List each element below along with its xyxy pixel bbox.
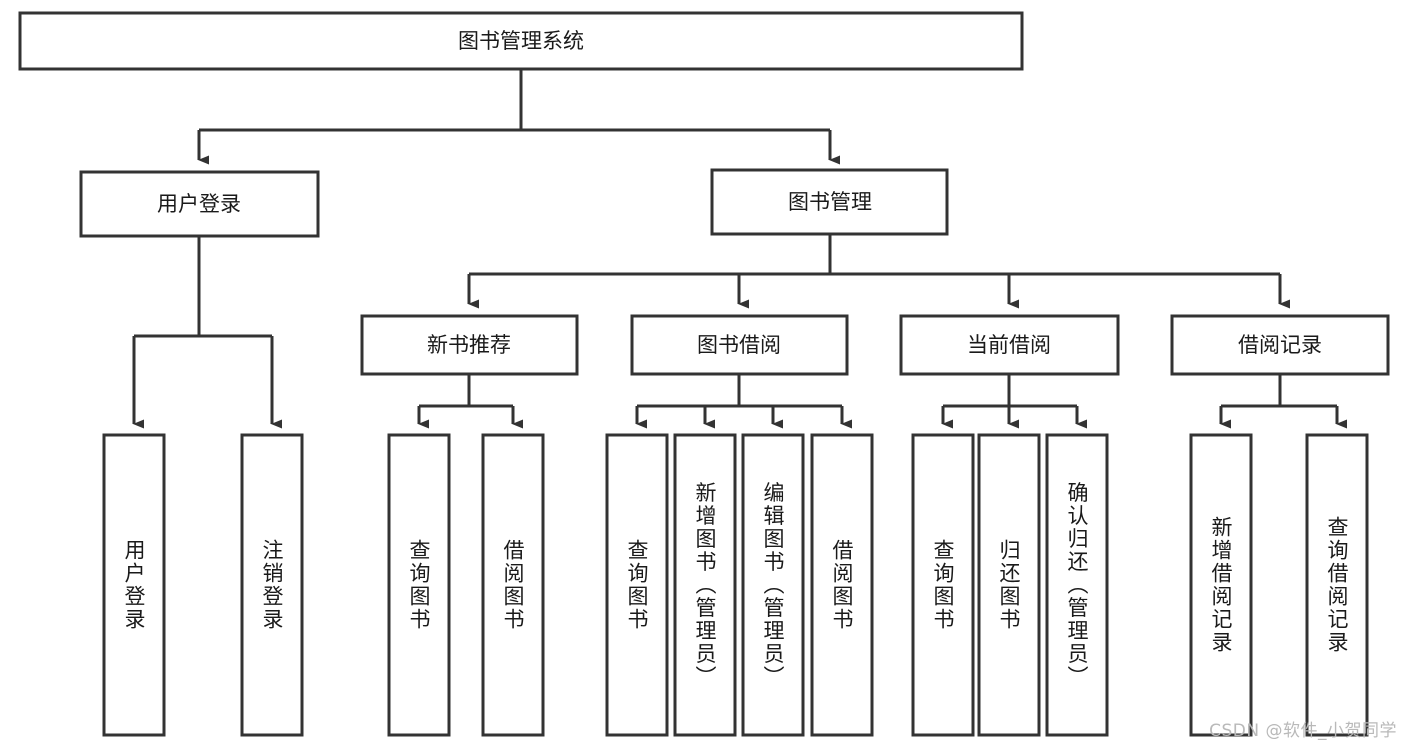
node-book-manage-label: 图书管理: [788, 190, 872, 214]
node-leaf-current-confirm-label: 确认归还（管理员）: [1065, 482, 1089, 689]
node-current-borrow-label: 当前借阅: [967, 333, 1051, 357]
node-user-login-box[interactable]: [79, 170, 320, 238]
node-leaf-current-query-label: 查询图书: [931, 539, 955, 631]
node-current-borrow-box[interactable]: [899, 314, 1120, 376]
node-leaf-borrow-add-label: 新增图书（管理员）: [693, 482, 717, 689]
node-borrow-record-box[interactable]: [1170, 314, 1390, 376]
node-leaf-borrow-add[interactable]: 新增图书（管理员）: [673, 433, 737, 737]
node-root-label: 图书管理系统: [458, 29, 584, 53]
node-borrow-record-label: 借阅记录: [1238, 333, 1322, 357]
node-leaf-current-confirm[interactable]: 确认归还（管理员）: [1045, 433, 1109, 737]
node-leaf-rec-borrow[interactable]: 借阅图书: [481, 433, 545, 737]
node-book-borrow-label: 图书借阅: [697, 333, 781, 357]
node-leaf-current-return-box[interactable]: [977, 433, 1041, 737]
node-new-book-rec-label: 新书推荐: [427, 333, 511, 357]
node-leaf-current-query[interactable]: 查询图书: [911, 433, 975, 737]
node-leaf-borrow-edit[interactable]: 编辑图书（管理员）: [741, 433, 805, 737]
node-book-borrow-box[interactable]: [630, 314, 849, 376]
node-leaf-user-login-label: 用户登录: [122, 539, 146, 631]
node-leaf-borrow-lend[interactable]: 借阅图书: [810, 433, 874, 737]
node-leaf-borrow-edit-label: 编辑图书（管理员）: [761, 482, 785, 689]
node-leaf-rec-borrow-box[interactable]: [481, 433, 545, 737]
node-borrow-record[interactable]: 借阅记录: [1170, 314, 1390, 376]
node-leaf-record-add-box[interactable]: [1189, 433, 1253, 737]
node-leaf-user-logout-label: 注销登录: [260, 539, 284, 631]
node-leaf-borrow-edit-box[interactable]: [741, 433, 805, 737]
node-book-borrow[interactable]: 图书借阅: [630, 314, 849, 376]
node-leaf-current-query-box[interactable]: [911, 433, 975, 737]
node-leaf-rec-query[interactable]: 查询图书: [387, 433, 451, 737]
node-leaf-record-query[interactable]: 查询借阅记录: [1305, 433, 1369, 737]
node-leaf-current-return[interactable]: 归还图书: [977, 433, 1041, 737]
connectors-group: [132, 69, 1347, 429]
node-leaf-user-login-box[interactable]: [102, 433, 166, 737]
node-leaf-borrow-query-box[interactable]: [605, 433, 669, 737]
node-book-manage[interactable]: 图书管理: [710, 168, 949, 236]
node-leaf-borrow-query-label: 查询图书: [625, 539, 649, 631]
node-user-login[interactable]: 用户登录: [79, 170, 320, 238]
node-leaf-user-logout-box[interactable]: [240, 433, 304, 737]
node-leaf-record-query-box[interactable]: [1305, 433, 1369, 737]
node-user-login-label: 用户登录: [157, 192, 241, 216]
node-root-box[interactable]: [18, 11, 1024, 71]
node-leaf-borrow-query[interactable]: 查询图书: [605, 433, 669, 737]
node-leaf-user-login[interactable]: 用户登录: [102, 433, 166, 737]
node-leaf-current-return-label: 归还图书: [997, 539, 1021, 631]
node-leaf-borrow-lend-label: 借阅图书: [830, 539, 854, 631]
node-book-manage-box[interactable]: [710, 168, 949, 236]
node-new-book-rec[interactable]: 新书推荐: [360, 314, 579, 376]
node-leaf-record-add-label: 新增借阅记录: [1209, 516, 1233, 654]
node-leaf-rec-borrow-label: 借阅图书: [501, 539, 525, 631]
node-leaf-rec-query-box[interactable]: [387, 433, 451, 737]
node-leaf-current-confirm-box[interactable]: [1045, 433, 1109, 737]
node-new-book-rec-box[interactable]: [360, 314, 579, 376]
node-current-borrow[interactable]: 当前借阅: [899, 314, 1120, 376]
node-leaf-user-logout[interactable]: 注销登录: [240, 433, 304, 737]
node-leaf-borrow-lend-box[interactable]: [810, 433, 874, 737]
node-leaf-rec-query-label: 查询图书: [407, 539, 431, 631]
node-root[interactable]: 图书管理系统: [18, 11, 1024, 71]
node-leaf-record-query-label: 查询借阅记录: [1325, 516, 1349, 654]
node-leaf-borrow-add-box[interactable]: [673, 433, 737, 737]
node-leaf-record-add[interactable]: 新增借阅记录: [1189, 433, 1253, 737]
